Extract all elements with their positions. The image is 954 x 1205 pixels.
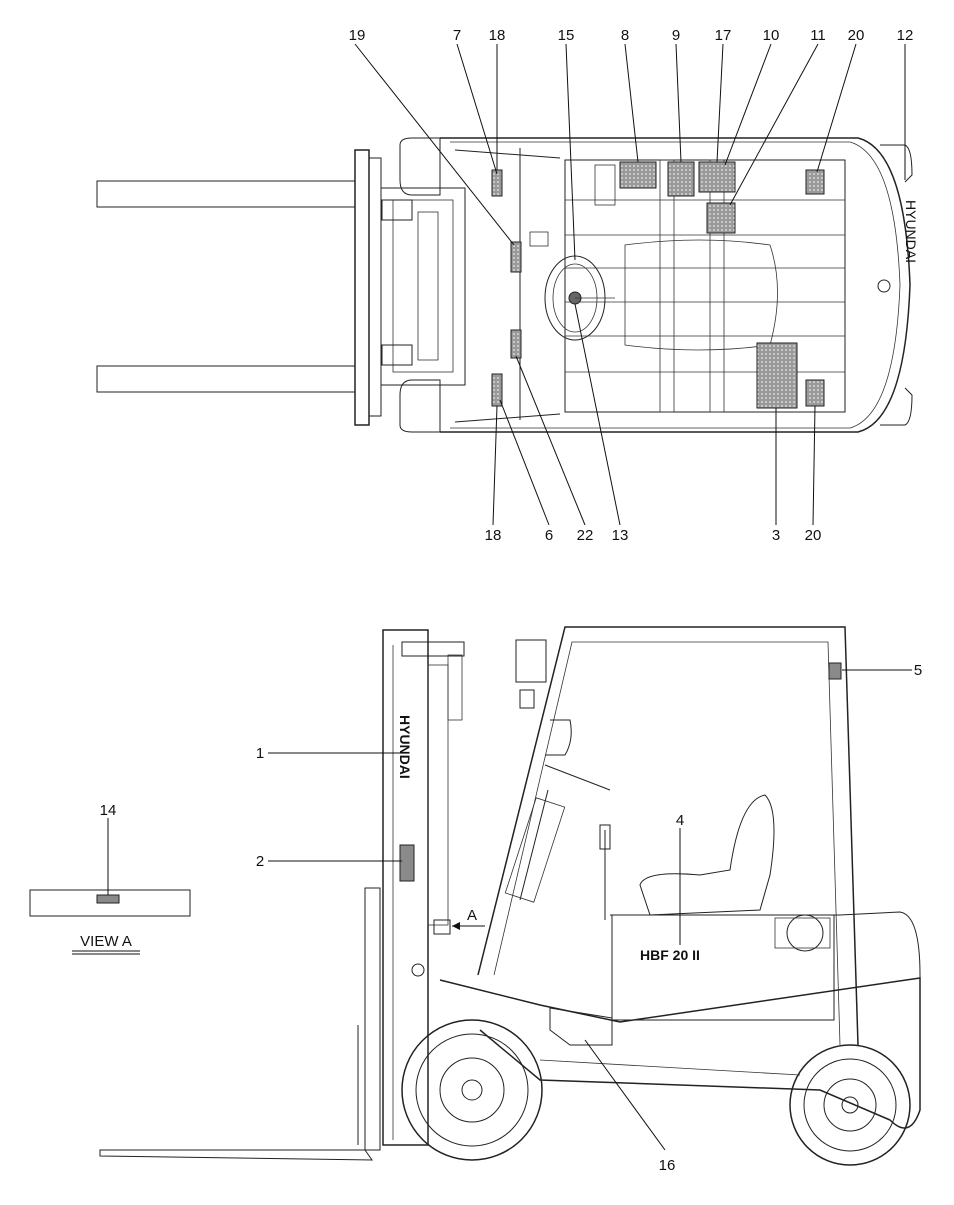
mast-brand: HYUNDAI	[397, 715, 413, 779]
callout-6: 6	[545, 527, 553, 544]
mast-frame	[380, 187, 466, 386]
decal-19	[510, 241, 522, 273]
model-badge: HBF 20 II	[640, 947, 700, 963]
callout-4: 4	[676, 812, 684, 829]
callout-14: 14	[100, 802, 117, 819]
overhead-guard	[564, 159, 846, 413]
callout-17: 17	[715, 27, 732, 44]
decal-5	[828, 662, 842, 680]
decal-20-top	[805, 169, 825, 195]
callout-12: 12	[897, 27, 914, 44]
decal-14	[96, 894, 120, 904]
decal-11	[706, 202, 736, 234]
fork-lower	[96, 365, 356, 393]
callout-13: 13	[612, 527, 629, 544]
seat	[624, 239, 778, 351]
decal-22	[510, 329, 522, 359]
view-title: VIEW A	[80, 933, 132, 950]
callout-18-bottom: 18	[485, 527, 502, 544]
chassis-outline	[440, 137, 911, 433]
body-top	[610, 911, 921, 1040]
view-marker: A	[467, 907, 477, 924]
callout-19: 19	[349, 27, 366, 44]
front-wheel	[401, 1019, 543, 1161]
fork-upper	[96, 180, 356, 208]
fork-side	[99, 887, 381, 1161]
rear-wheel	[789, 1044, 911, 1166]
view-a: 14 VIEW A	[29, 802, 191, 955]
chassis-side	[439, 977, 921, 1129]
body-panel	[611, 914, 835, 1021]
decal-8	[619, 161, 657, 189]
callout-9: 9	[672, 27, 680, 44]
cab-frame	[477, 626, 859, 1046]
callout-7: 7	[453, 27, 461, 44]
callout-2: 2	[256, 853, 264, 870]
decal-9	[667, 161, 695, 197]
front-tire-upper	[399, 137, 441, 196]
top-view: HYUNDAI 19 7 18 15	[96, 27, 919, 544]
callout-3: 3	[772, 527, 780, 544]
counterweight-brand: HYUNDAI	[903, 200, 919, 263]
callout-20-bottom: 20	[805, 527, 822, 544]
callout-11: 11	[810, 27, 826, 44]
decal-20-bottom	[805, 379, 825, 407]
seat-side	[639, 794, 775, 916]
front-tire-lower	[399, 379, 441, 433]
carriage-plate	[354, 149, 370, 426]
side-view: HYUNDAI HBF 20 II	[99, 626, 922, 1174]
callout-1: 1	[256, 745, 264, 762]
callout-15: 15	[558, 27, 575, 44]
callout-18-top: 18	[489, 27, 506, 44]
mirror	[515, 639, 547, 683]
view-a-panel	[29, 889, 191, 917]
decal-3	[756, 342, 798, 409]
step	[549, 1007, 613, 1046]
decal-2	[399, 844, 415, 882]
callout-5: 5	[914, 662, 922, 679]
callout-20-top: 20	[848, 27, 865, 44]
callout-16: 16	[659, 1157, 676, 1174]
callout-10: 10	[763, 27, 780, 44]
callout-22: 22	[577, 527, 594, 544]
callout-8: 8	[621, 27, 629, 44]
decal-17-10	[698, 161, 736, 193]
